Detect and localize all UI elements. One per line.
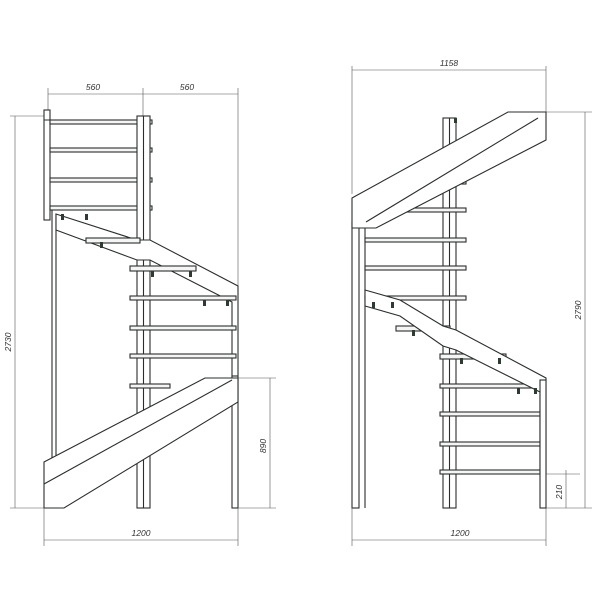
front-brackets: [61, 214, 229, 306]
front-view: 560 560 2730: [3, 82, 276, 546]
side-base-dimension: 1200: [351, 508, 547, 546]
side-upper-stringer: [351, 111, 547, 229]
side-right-post: [539, 379, 547, 509]
front-landing-dimension: 890: [238, 377, 276, 509]
front-top-post: [43, 109, 51, 221]
front-base-width-label: 1200: [132, 528, 151, 538]
front-height-dimension: 2730: [3, 115, 48, 509]
side-total-height-label: 2790: [573, 300, 583, 320]
front-top-dimension: 560 560: [47, 82, 239, 300]
front-top-right-width-label: 560: [180, 82, 194, 92]
side-top-width-label: 1158: [440, 58, 459, 68]
front-top-left-width-label: 560: [86, 82, 100, 92]
front-total-height-label: 2730: [3, 332, 13, 352]
side-top-dimension: 1158: [351, 58, 547, 194]
side-bottom-step-height-label: 210: [554, 485, 564, 500]
front-base-dimension: 1200: [43, 508, 239, 546]
side-height-dimension: 2790: [546, 111, 592, 509]
side-left-post: [351, 221, 360, 509]
front-landing-height-label: 890: [258, 439, 268, 453]
front-top-steps: [49, 119, 153, 211]
side-bottom-step-dimension: 210: [546, 470, 580, 508]
front-right-post: [231, 375, 239, 509]
side-view: 1158 2790: [351, 58, 592, 546]
side-base-width-label: 1200: [451, 528, 470, 538]
side-brackets: [372, 118, 537, 394]
front-winder-treads: [85, 237, 237, 389]
